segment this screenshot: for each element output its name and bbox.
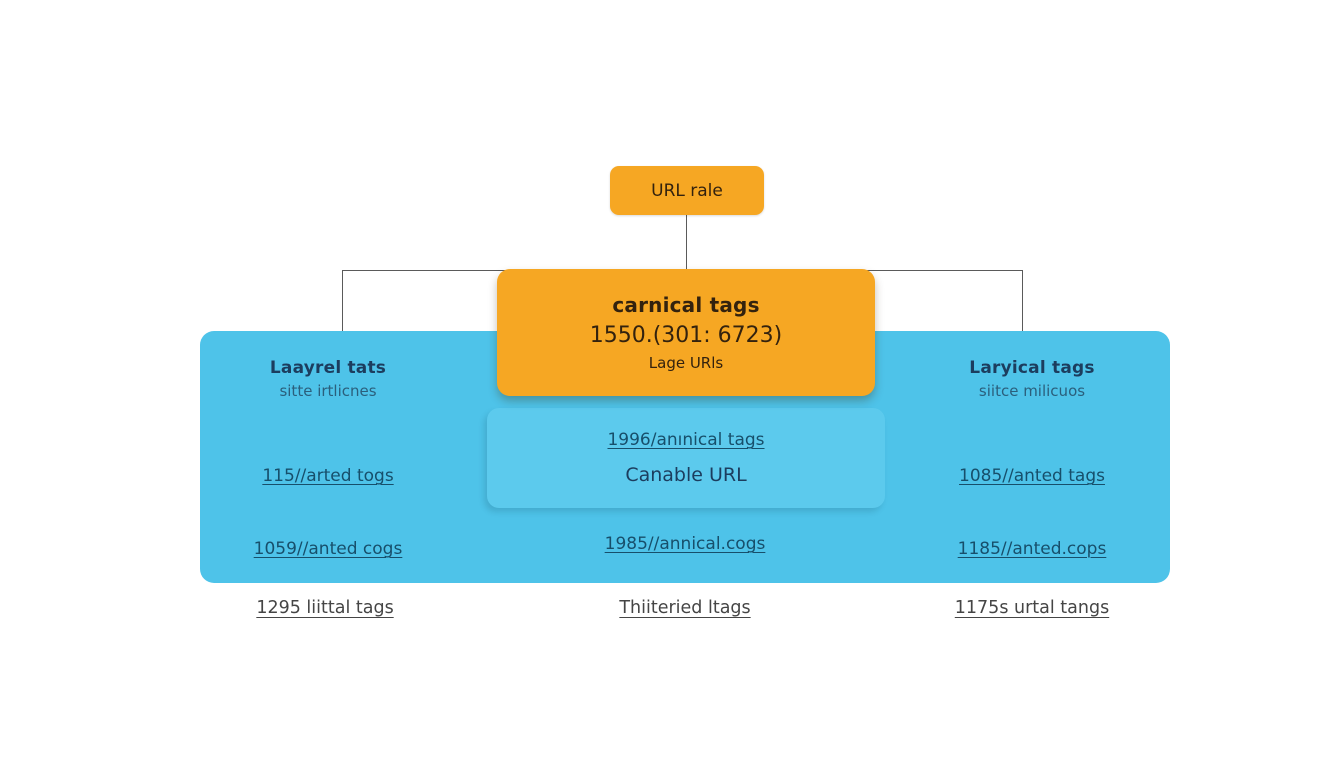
left-link-2[interactable]: 1059//anted cogs: [253, 539, 403, 559]
center-footer-link-wrap: Thiiteried ltags: [535, 598, 835, 618]
right-link-2[interactable]: 1185//anted.cops: [957, 539, 1107, 559]
main-node-subtitle: Lage URls: [648, 354, 724, 372]
left-column-title: Laayrel tats: [269, 358, 387, 378]
main-node-title: carnical tags: [612, 293, 760, 317]
right-footer-link-wrap: 1175s urtal tangs: [882, 598, 1182, 618]
center-inner-panel: 1996/anınical tags Canable URL: [487, 408, 885, 508]
right-link-1[interactable]: 1085//anted tags: [959, 466, 1105, 486]
center-footer-link[interactable]: Thiiteried ltags: [619, 598, 751, 618]
left-column-subtitle: sitte irtlicnes: [279, 382, 377, 400]
right-column-title: Laryical tags: [969, 358, 1095, 378]
right-column-subtitle: siitce milicuos: [978, 382, 1086, 400]
connector-root-vertical: [686, 214, 687, 271]
left-link-2-wrap: 1059//anted cogs: [178, 539, 478, 559]
right-link-1-wrap: 1085//anted tags: [882, 466, 1182, 486]
center-link-wrap: 1985//annical.cogs: [535, 534, 835, 554]
root-node: URL rale: [610, 166, 764, 215]
left-footer-link[interactable]: 1295 liittal tags: [256, 598, 394, 618]
connector-right-drop: [1022, 270, 1023, 332]
left-link-1[interactable]: 115//arted togs: [262, 466, 394, 486]
main-node-value: 1550.(301: 6723): [589, 323, 783, 348]
root-node-label: URL rale: [651, 180, 723, 201]
left-link-1-wrap: 115//arted togs: [178, 466, 478, 486]
right-column-header: Laryical tags siitce milicuos: [882, 358, 1182, 400]
center-panel-label: Canable URL: [625, 464, 747, 486]
center-panel-link[interactable]: 1996/anınical tags: [607, 430, 765, 450]
right-footer-link[interactable]: 1175s urtal tangs: [954, 598, 1110, 618]
right-link-2-wrap: 1185//anted.cops: [882, 539, 1182, 559]
left-column-header: Laayrel tats sitte irtlicnes: [178, 358, 478, 400]
center-link[interactable]: 1985//annical.cogs: [604, 534, 766, 554]
connector-left-drop: [342, 270, 343, 332]
main-node: carnical tags 1550.(301: 6723) Lage URls: [497, 269, 875, 396]
left-footer-link-wrap: 1295 liittal tags: [175, 598, 475, 618]
